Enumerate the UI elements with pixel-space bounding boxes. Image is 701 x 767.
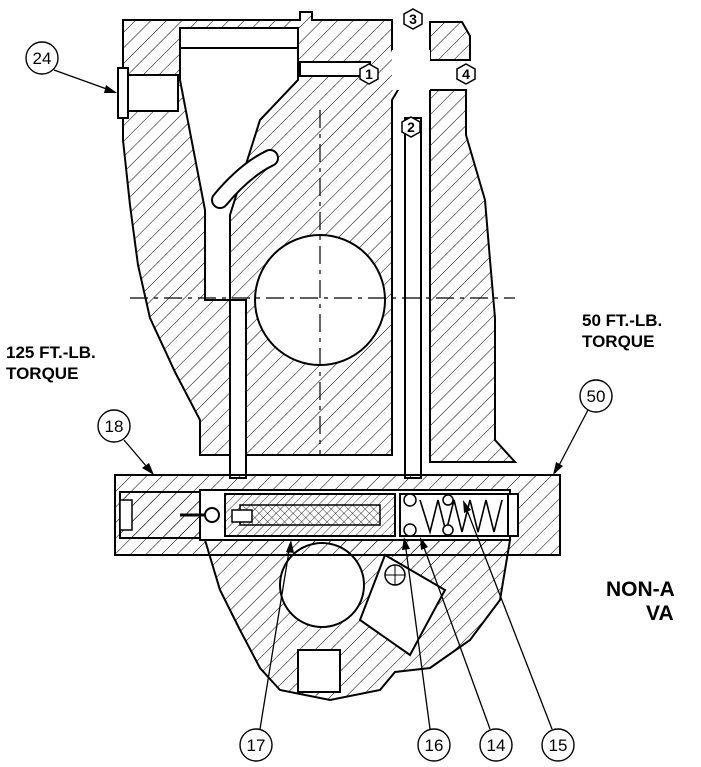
diagram-title-line-1: NON-A <box>606 578 675 601</box>
svg-text:50: 50 <box>587 387 606 406</box>
callout-15: 15 <box>463 500 575 762</box>
svg-text:16: 16 <box>425 736 444 755</box>
svg-text:4: 4 <box>462 66 470 82</box>
svg-text:18: 18 <box>105 417 124 436</box>
callout-14: 14 <box>420 537 513 762</box>
port-marker-4: 4 <box>456 63 476 85</box>
right-torque-value: 50 FT.-LB. <box>582 311 663 330</box>
left-torque-label: 125 FT.-LB. TORQUE <box>6 342 96 384</box>
port-marker-1: 1 <box>359 63 379 85</box>
left-torque-word: TORQUE <box>6 364 79 383</box>
svg-text:24: 24 <box>33 49 52 68</box>
svg-text:14: 14 <box>487 736 506 755</box>
svg-text:17: 17 <box>247 736 266 755</box>
diagram-title-line-2: VA <box>646 602 674 625</box>
port-marker-2: 2 <box>401 116 421 138</box>
svg-text:1: 1 <box>365 66 373 82</box>
port-markers: 3 1 4 2 <box>359 8 476 138</box>
callout-17: 17 <box>239 540 294 762</box>
lower-body <box>203 539 512 702</box>
svg-text:15: 15 <box>549 736 568 755</box>
diagram-title: NON-A VA <box>606 578 675 626</box>
right-torque-word: TORQUE <box>582 332 655 351</box>
callout-16: 16 <box>402 537 451 762</box>
relief-valve-assembly <box>114 474 561 556</box>
callout-18: 18 <box>97 409 154 475</box>
callout-50: 50 <box>553 379 613 475</box>
callout-24: 24 <box>25 41 117 93</box>
right-torque-label: 50 FT.-LB. TORQUE <box>582 310 662 352</box>
port-marker-3: 3 <box>403 8 423 30</box>
left-torque-value: 125 FT.-LB. <box>6 343 96 362</box>
svg-text:2: 2 <box>407 119 415 135</box>
svg-text:3: 3 <box>409 11 417 27</box>
upper-body <box>117 11 518 479</box>
callouts: 24 18 50 17 16 <box>25 41 613 762</box>
